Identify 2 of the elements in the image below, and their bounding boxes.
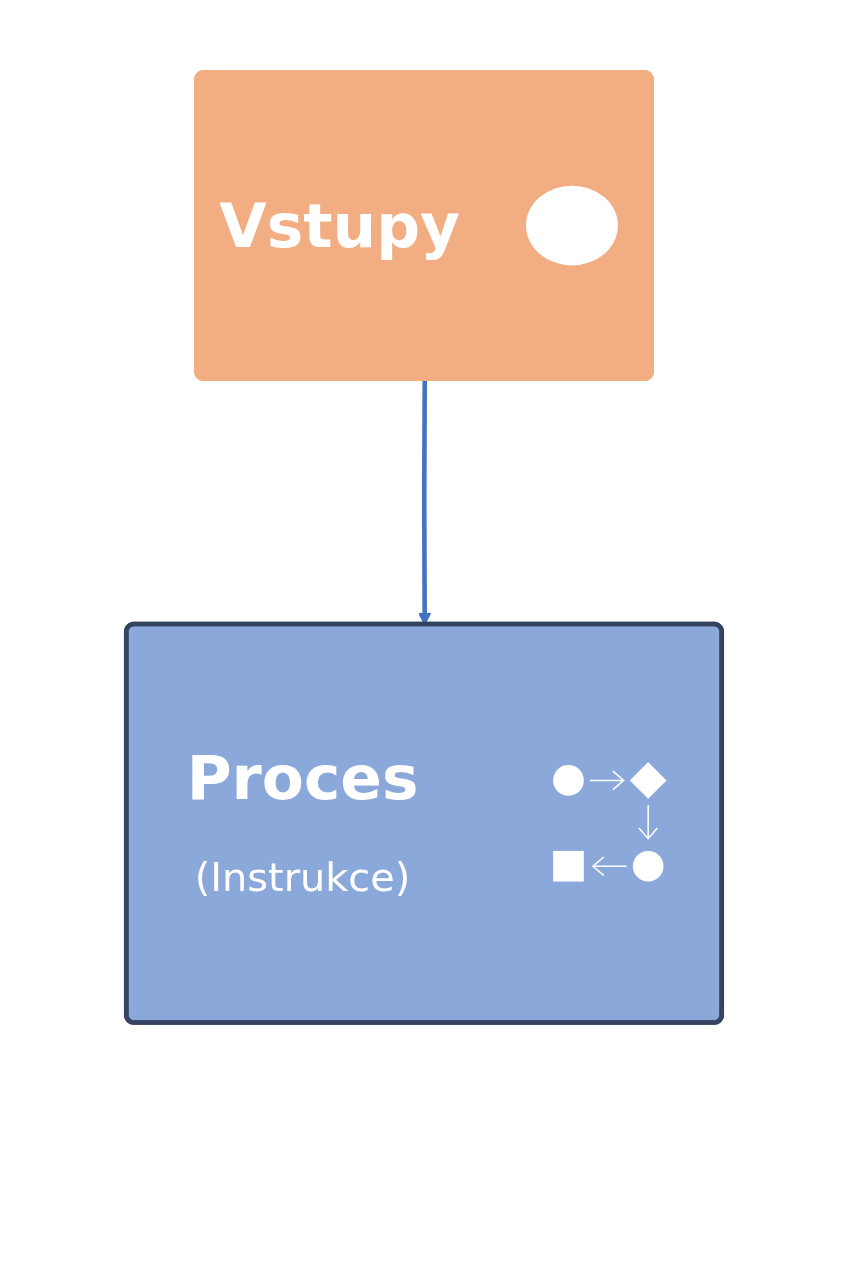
node-label: Vstupy <box>219 189 461 263</box>
node-label: Proces (Instrukce) <box>185 741 420 902</box>
